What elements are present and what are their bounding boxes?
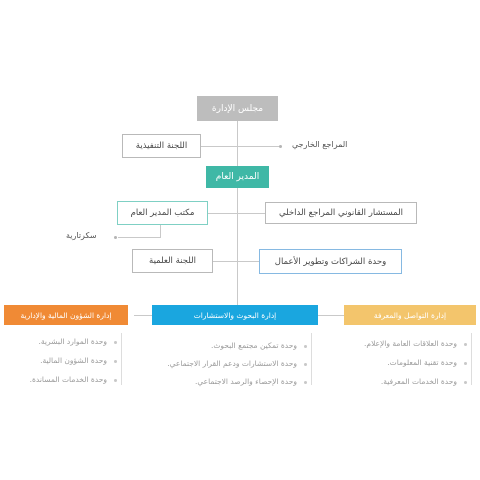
gm-office-box: مكتب المدير العام [117,201,208,225]
finance-unit-bullet [114,341,117,344]
partnerships-unit-box: وحدة الشراكات وتطوير الأعمال [259,249,402,274]
research-unit-item: وحدة الاستشارات ودعم القرار الاجتماعي. [167,359,297,368]
general-manager-label: المدير العام [215,172,260,182]
partnerships-unit-label: وحدة الشراكات وتطوير الأعمال [274,256,387,267]
main-vertical-connector [237,121,238,305]
communication-unit-item: وحدة العلاقات العامة والإعلام. [364,339,457,348]
communication-unit-bullet [464,362,467,365]
secretariat-dot [114,236,117,239]
gm-office-label: مكتب المدير العام [130,208,195,218]
finance-units-separator [121,333,122,385]
executive-committee-label: اللجنة التنفيذية [135,141,188,151]
secretariat-label: سكرتارية [66,231,97,240]
legal-advisor-box: المستشار القانوني المراجع الداخلي [265,202,417,224]
communication-unit-bullet [464,381,467,384]
communication-department-title: إدارة التواصل والمعرفة [373,310,447,320]
general-manager-box: المدير العام [206,166,269,188]
finance-department-header: إدارة الشؤون المالية والإدارية [4,305,128,325]
finance-unit-bullet [114,379,117,382]
board-label: مجلس الإدارة [211,103,264,114]
scientific-committee-label: اللجنة العلمية [149,256,196,266]
research-units-separator [311,333,312,385]
scientific-committee-connector [213,261,237,262]
finance-unit-item: وحدة الخدمات المساندة. [29,375,107,384]
communication-units-separator [471,333,472,385]
research-unit-bullet [304,363,307,366]
research-unit-item: وحدة الإحصاء والرصد الاجتماعي. [194,377,297,386]
research-unit-item: وحدة تمكين مجتمع البحوث. [210,341,297,350]
board-box: مجلس الإدارة [197,96,278,121]
gm-office-connector [208,213,237,214]
finance-unit-bullet [114,360,117,363]
finance-unit-item: وحدة الموارد البشرية. [38,337,107,346]
scientific-committee-box: اللجنة العلمية [132,249,213,273]
external-auditor-label: المراجع الخارجي [292,140,348,149]
research-department-header: إدارة البحوث والاستشارات [152,305,318,325]
communication-unit-item: وحدة تقنية المعلومات. [387,358,457,367]
secretariat-connector-vertical [160,225,161,237]
finance-unit-item: وحدة الشؤون المالية. [40,356,107,365]
secretariat-connector-horizontal [118,237,161,238]
communication-unit-item: وحدة الخدمات المعرفية. [380,377,457,386]
communication-unit-bullet [464,343,467,346]
research-department-title: إدارة البحوث والاستشارات [193,310,277,320]
executive-committee-connector [201,146,237,147]
finance-department-title: إدارة الشؤون المالية والإدارية [20,310,112,320]
external-auditor-dot [279,145,282,148]
external-auditor-connector [238,146,280,147]
research-unit-bullet [304,381,307,384]
legal-advisor-connector [238,213,265,214]
partnerships-connector [238,261,259,262]
legal-advisor-label: المستشار القانوني المراجع الداخلي [278,208,404,218]
research-unit-bullet [304,345,307,348]
communication-department-header: إدارة التواصل والمعرفة [344,305,476,325]
executive-committee-box: اللجنة التنفيذية [122,134,201,158]
